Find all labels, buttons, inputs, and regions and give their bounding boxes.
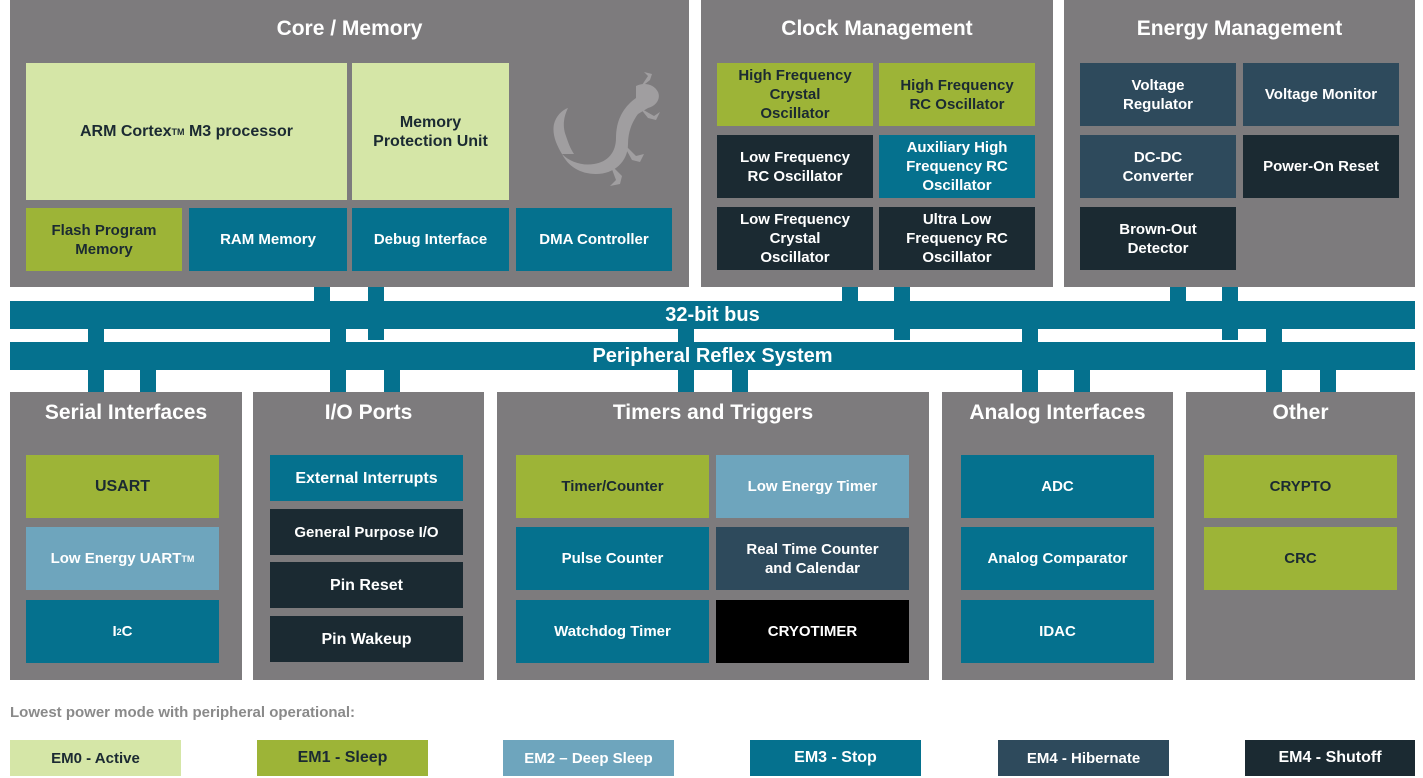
- legend-em4-shutoff: EM4 - Shutoff: [1245, 740, 1415, 776]
- external-interrupts-block: External Interrupts: [270, 455, 463, 501]
- ram-memory-block: RAM Memory: [189, 208, 347, 271]
- leuart-label: Low Energy UART: [50, 550, 182, 567]
- timers-triggers-panel: Timers and Triggers Timer/Counter Low En…: [497, 392, 929, 680]
- core-memory-title: Core / Memory: [276, 17, 423, 40]
- arm-cortex-label: ARM Cortex: [79, 123, 172, 140]
- hf-rc-oscillator-block: High Frequency RC Oscillator: [879, 63, 1035, 126]
- general-purpose-io-block: General Purpose I/O: [270, 509, 463, 555]
- connector-stub: [842, 287, 858, 301]
- aux-hf-rc-oscillator-block: Auxiliary High Frequency RC Oscillator: [879, 135, 1035, 198]
- connector-stub: [1320, 370, 1336, 392]
- brown-out-detector-block: Brown-Out Detector: [1080, 207, 1236, 270]
- hf-crystal-oscillator-block: High Frequency Crystal Oscillator: [717, 63, 873, 126]
- connector-stub: [1074, 370, 1090, 392]
- debug-interface-block: Debug Interface: [352, 208, 509, 271]
- memory-protection-unit-block: Memory Protection Unit: [352, 63, 509, 200]
- legend-em0-active: EM0 - Active: [10, 740, 181, 776]
- connector-stub: [384, 370, 400, 392]
- connector-stub: [314, 287, 330, 301]
- io-ports-panel: I/O Ports External Interrupts General Pu…: [253, 392, 484, 680]
- adc-block: ADC: [961, 455, 1154, 518]
- connector-stub: [1022, 370, 1038, 392]
- io-ports-title: I/O Ports: [324, 401, 413, 424]
- pulse-counter-block: Pulse Counter: [516, 527, 709, 590]
- connector-stub: [330, 370, 346, 392]
- peripheral-reflex-system-bus: Peripheral Reflex System: [10, 342, 1415, 370]
- connector-stub: [1266, 370, 1282, 392]
- connector-stub: [88, 370, 104, 392]
- watchdog-timer-block: Watchdog Timer: [516, 600, 709, 663]
- power-on-reset-block: Power-On Reset: [1243, 135, 1399, 198]
- usart-block: USART: [26, 455, 219, 518]
- dma-controller-block: DMA Controller: [516, 208, 672, 271]
- connector-stub: [140, 370, 156, 392]
- flash-program-memory-block: Flash Program Memory: [26, 208, 182, 271]
- low-energy-timer-block: Low Energy Timer: [716, 455, 909, 518]
- voltage-regulator-block: Voltage Regulator: [1080, 63, 1236, 126]
- bus-32bit: 32-bit bus: [10, 301, 1415, 329]
- legend-em4-hibernate: EM4 - Hibernate: [998, 740, 1169, 776]
- gecko-logo: [553, 72, 660, 186]
- serial-interfaces-title: Serial Interfaces: [44, 401, 208, 424]
- legend-title: Lowest power mode with peripheral operat…: [10, 704, 356, 721]
- clock-management-panel: Clock Management High Frequency Crystal …: [701, 0, 1053, 287]
- analog-comparator-block: Analog Comparator: [961, 527, 1154, 590]
- ulf-rc-oscillator-block: Ultra Low Frequency RC Oscillator: [879, 207, 1035, 270]
- pin-wakeup-block: Pin Wakeup: [270, 616, 463, 662]
- timers-triggers-title: Timers and Triggers: [612, 401, 814, 424]
- other-title: Other: [1272, 401, 1329, 424]
- connector-stub: [1170, 287, 1186, 301]
- analog-interfaces-panel: Analog Interfaces ADC Analog Comparator …: [942, 392, 1173, 680]
- crypto-block: CRYPTO: [1204, 455, 1397, 518]
- connector-stub: [678, 370, 694, 392]
- lf-crystal-oscillator-block: Low Frequency Crystal Oscillator: [717, 207, 873, 270]
- analog-interfaces-title: Analog Interfaces: [969, 401, 1146, 424]
- legend-em3-stop: EM3 - Stop: [750, 740, 921, 776]
- cryotimer-block: CRYOTIMER: [716, 600, 909, 663]
- energy-management-panel: Energy Management Voltage Regulator Volt…: [1064, 0, 1415, 287]
- timer-counter-block: Timer/Counter: [516, 455, 709, 518]
- clock-management-title: Clock Management: [781, 17, 973, 40]
- energy-management-title: Energy Management: [1136, 17, 1343, 40]
- other-panel: Other CRYPTO CRC: [1186, 392, 1415, 680]
- voltage-monitor-block: Voltage Monitor: [1243, 63, 1399, 126]
- dc-dc-converter-block: DC-DC Converter: [1080, 135, 1236, 198]
- legend-em2-deep-sleep: EM2 – Deep Sleep: [503, 740, 674, 776]
- i2c-label-c: C: [121, 623, 133, 640]
- idac-block: IDAC: [961, 600, 1154, 663]
- real-time-counter-calendar-block: Real Time Counter and Calendar: [716, 527, 909, 590]
- pin-reset-block: Pin Reset: [270, 562, 463, 608]
- connector-stub: [732, 370, 748, 392]
- lf-rc-oscillator-block: Low Frequency RC Oscillator: [717, 135, 873, 198]
- legend-em1-sleep: EM1 - Sleep: [257, 740, 428, 776]
- arm-m3-label: M3 processor: [184, 123, 294, 140]
- crc-block: CRC: [1204, 527, 1397, 590]
- i2c-label-i: I: [112, 623, 117, 640]
